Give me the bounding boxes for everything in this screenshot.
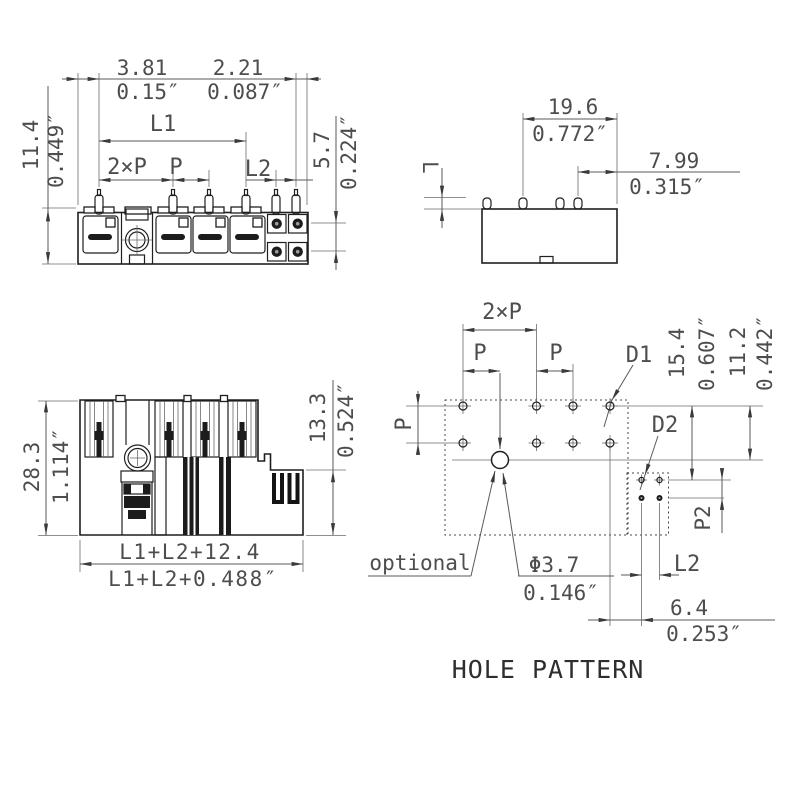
leader-lines	[368, 364, 659, 577]
dim-221-mm: 2.21	[213, 56, 264, 80]
dim-pin-length-label: L	[418, 161, 442, 174]
hp-dim-64-mm: 6.4	[670, 596, 708, 620]
side-view-drawing: 28.3 1.114″ 13.3 0.524″ L1+L2+12.4 L1+L2…	[20, 380, 358, 591]
hp-dim-64-in: 0.253″	[666, 622, 742, 646]
dim-114-mm: 11.4	[19, 120, 43, 171]
hp-dim-154-mm: 15.4	[665, 328, 689, 379]
hp-dim-p2-label: P2	[691, 505, 715, 530]
housing-top-tabs	[83, 206, 262, 215]
hp-label-optional: optional	[369, 551, 470, 575]
hp-dim-l2-label: L2	[674, 552, 701, 577]
hole-pattern-extension-lines	[406, 324, 763, 626]
top-view-pins	[482, 197, 583, 210]
hole-pattern-title: HOLE PATTERN	[452, 655, 645, 684]
hp-dim-112-mm: 11.2	[726, 327, 750, 378]
front-view-dimension-lines	[45, 76, 339, 270]
dim-2xp-label: 2×P	[107, 155, 147, 180]
top-view-extension-lines	[424, 113, 618, 210]
hp-label-d2: D2	[652, 413, 679, 438]
screw-side	[120, 400, 154, 535]
dim-57-mm: 5.7	[310, 131, 334, 169]
hp-dim-p-left-label: P	[473, 341, 486, 366]
dim-114-in: 0.449″	[44, 112, 68, 188]
dim-133-in: 0.524″	[334, 382, 358, 458]
dim-l1-label: L1	[150, 112, 177, 137]
hole-row-1	[455, 398, 618, 414]
dim-total-in: L1+L2+0.488″	[108, 567, 278, 591]
dim-799-mm: 7.99	[649, 149, 700, 173]
dim-133-mm: 13.3	[306, 393, 330, 444]
hp-dim-2xp-label: 2×P	[482, 300, 522, 325]
side-view-extension-lines	[38, 400, 346, 572]
dim-221-in: 0.087″	[207, 80, 283, 104]
hp-dim-112-in: 0.442″	[753, 315, 777, 391]
hp-dim-p-vert-label: P	[392, 417, 417, 430]
dim-283-mm: 28.3	[20, 442, 44, 493]
optional-hole	[490, 450, 510, 470]
top-view-drawing: 19.6 0.772″ 7.99 0.315″ L	[418, 95, 740, 264]
dim-799-in: 0.315″	[629, 175, 705, 199]
pcb-outline-dotted	[444, 399, 629, 536]
contact-block-front	[266, 213, 308, 262]
front-view-extension-lines	[42, 73, 346, 265]
hp-dim-dia-in: 0.146″	[523, 581, 599, 605]
dim-381-in: 0.15″	[116, 80, 179, 104]
dim-p-label: P	[169, 155, 182, 180]
mounting-holes	[455, 398, 665, 501]
front-view-housing	[77, 188, 309, 265]
side-view-body	[79, 394, 304, 536]
dim-l2-label: L2	[245, 157, 272, 182]
terminal-modules	[82, 215, 266, 254]
optional-block-outline-dotted	[626, 472, 669, 536]
hp-dim-dia-mm: Φ3.7	[529, 553, 580, 577]
dim-381-mm: 3.81	[117, 56, 168, 80]
d2-holes	[636, 474, 665, 501]
dim-total-mm: L1+L2+12.4	[119, 540, 260, 564]
hp-dim-p-right-label: P	[549, 341, 562, 366]
dim-196-in: 0.772″	[532, 122, 608, 146]
solder-legs	[154, 456, 231, 536]
top-view-body	[481, 197, 618, 264]
contact-combs	[84, 400, 257, 458]
hp-dim-154-in: 0.607″	[695, 315, 719, 391]
top-view-dimension-lines	[439, 116, 740, 228]
front-view-drawing: 3.81 0.15″ 2.21 0.087″ L1 2×P P L2 11.4 …	[19, 56, 361, 270]
contact-block-side	[272, 473, 300, 504]
hp-label-d1: D1	[626, 343, 653, 368]
hole-row-2	[455, 435, 618, 451]
dim-57-in: 0.224″	[337, 114, 361, 190]
screw-head-front	[120, 208, 154, 265]
hole-pattern-drawing: 2×P P P P D1 D2 15.4 0.607″ 11.2 0.442″ …	[368, 300, 777, 684]
side-view-dimension-lines	[43, 380, 336, 567]
hole-pattern-dimension-lines	[415, 327, 775, 623]
dim-196-mm: 19.6	[548, 95, 599, 119]
dim-283-in: 1.114″	[49, 428, 73, 504]
